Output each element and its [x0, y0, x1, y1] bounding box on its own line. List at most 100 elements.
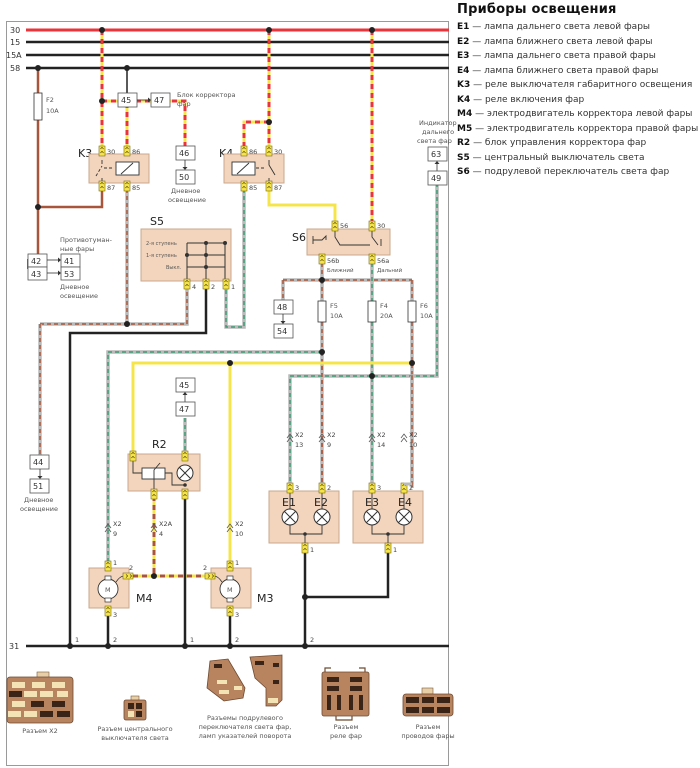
svg-text:2: 2	[113, 636, 117, 644]
svg-text:10: 10	[409, 441, 417, 449]
connector-s5-caption-2: выключателя света	[101, 734, 168, 742]
svg-text:9: 9	[327, 441, 331, 449]
svg-text:2: 2	[235, 636, 239, 644]
k3-pin-87: 87	[107, 184, 115, 192]
s6-pin-56a: 56a	[377, 257, 389, 265]
connector-s6-caption-1: Разъемы подрулевого	[207, 714, 283, 722]
legend-code: E4	[457, 65, 470, 76]
fuse-f6: F6 10A	[407, 300, 433, 323]
e1-label: E1	[282, 496, 296, 509]
legend-text: — электродвигатель корректора правой фар…	[472, 123, 699, 134]
legend-item-e1: E1 — лампа дальнего света левой фары	[457, 20, 700, 35]
motor-m4: M M4 1 2 3	[88, 559, 153, 619]
ref-49: 49	[431, 174, 441, 183]
svg-text:X2: X2	[327, 431, 336, 439]
s6-low-beam-label: Ближний	[327, 267, 354, 274]
s5-mode-off: Выкл.	[166, 265, 182, 271]
legend-code: K4	[457, 94, 471, 105]
svg-text:X2: X2	[235, 520, 244, 528]
s6-high-beam-label: Дальний	[377, 267, 403, 274]
connector-relay-caption-2: реле фар	[330, 732, 362, 740]
connector-x2-picture	[6, 671, 74, 724]
connector-s5-picture	[123, 695, 147, 721]
legend-text: — блок управления корректора фар	[470, 138, 647, 148]
high-beam-indicator-label: Индикатор	[419, 119, 457, 127]
legend-code: E3	[457, 51, 470, 61]
x2-m3: X2 10	[226, 520, 244, 538]
svg-text:13: 13	[295, 441, 303, 449]
k4-pin-30: 30	[274, 148, 282, 156]
legend-item-e2: E2 — лампа ближнего света левой фары	[457, 35, 700, 50]
fog-lights-label-2: ные фары	[60, 245, 94, 253]
connector-s6-caption-2: переключателя света фар,	[199, 723, 292, 731]
legend-item-s5: S5 — центральный выключатель света	[457, 151, 700, 166]
legend-item-m5: M5 — электродвигатель корректора правой …	[457, 122, 700, 137]
fuse-f5-rating: 10A	[330, 312, 343, 320]
connector-captions: Разъем X2 Разъем центрального выключател…	[22, 714, 454, 742]
e-right-pin-1: 1	[393, 546, 397, 554]
relay-k3: K3 30 86 87 85	[78, 145, 150, 192]
m4-motor-symbol: M	[105, 586, 111, 594]
fuse-f4-name: F4	[380, 302, 388, 310]
e4-pin-2: 2	[409, 484, 413, 492]
fuse-f4: F4 20A	[367, 300, 393, 323]
m4-pin-2: 2	[129, 564, 133, 572]
svg-text:X2: X2	[377, 431, 386, 439]
ref-46: 46	[179, 149, 189, 158]
ref-44: 44	[33, 458, 43, 467]
x2-e4: X2 10	[400, 431, 418, 449]
ref-43: 43	[31, 270, 41, 279]
ground-pin-numbers: 1 2 1 2 2	[75, 636, 314, 644]
connector-s5-caption-1: Разъем центрального	[97, 725, 172, 733]
fuse-f6-rating: 10A	[420, 312, 433, 320]
legend-code: E2	[457, 36, 470, 47]
m3-pin-2: 2	[203, 564, 207, 572]
legend-code: S5	[457, 152, 470, 163]
ref-54: 54	[277, 327, 287, 336]
bus-30-label: 30	[10, 26, 20, 35]
connector-headlamp-picture	[402, 687, 454, 717]
switch-s6: S6 56 30 56b 56a Ближний Дальний	[292, 220, 403, 274]
fuse-f5: F5 10A	[317, 300, 343, 323]
corrector-control-r2: R2	[127, 438, 201, 500]
ref-42: 42	[31, 257, 41, 266]
e4-label: E4	[398, 496, 412, 509]
legend-text: — лампа дальнего света левой фары	[469, 22, 651, 32]
legend-item-r2: R2 — блок управления корректора фар	[457, 136, 700, 151]
power-buses: 30 15 15A 58 31	[6, 26, 449, 651]
ref-50: 50	[179, 173, 189, 182]
svg-text:4: 4	[159, 530, 163, 538]
m4-label: M4	[136, 592, 153, 605]
e3-pin-3: 3	[377, 484, 381, 492]
k4-pin-87: 87	[274, 184, 282, 192]
day-light-label-3: Дневное	[24, 496, 53, 504]
k4-pin-86: 86	[249, 148, 257, 156]
ref-45-r2: 45	[179, 381, 189, 390]
corrector-block-label-2: фар	[177, 100, 191, 108]
legend-text: — лампа ближнего света левой фары	[469, 36, 653, 47]
ref-47-top: 47	[154, 96, 164, 105]
day-light-label-1b: освещение	[168, 196, 206, 204]
r2-label: R2	[152, 438, 167, 451]
ref-53: 53	[64, 270, 74, 279]
connector-s6-caption-3: ламп указателей поворота	[199, 732, 292, 740]
k3-pin-85: 85	[132, 184, 140, 192]
day-light-label-2b: освещение	[60, 292, 98, 300]
legend-code: K3	[457, 80, 471, 90]
legend-panel: Приборы освещения E1 — лампа дальнего св…	[455, 0, 700, 180]
legend-text: — подрулевой переключатель света фар	[469, 167, 670, 177]
bus-58-label: 58	[10, 64, 20, 73]
legend-code: E1	[457, 22, 470, 32]
corrector-block-label: Блок корректора	[177, 91, 236, 99]
svg-text:10: 10	[235, 530, 243, 538]
day-light-label-2: Дневное	[60, 283, 89, 291]
legend-item-e4: E4 — лампа ближнего света правой фары	[457, 64, 700, 79]
m3-label: M3	[257, 592, 274, 605]
x2-e2: X2 9	[318, 431, 336, 449]
x2a-r2: X2A 4	[150, 520, 173, 538]
legend-code: R2	[457, 138, 471, 148]
connector-x2-caption: Разъем X2	[22, 727, 58, 735]
k3-pin-86: 86	[132, 148, 140, 156]
s5-mode-2: 2-я ступень	[146, 241, 177, 247]
